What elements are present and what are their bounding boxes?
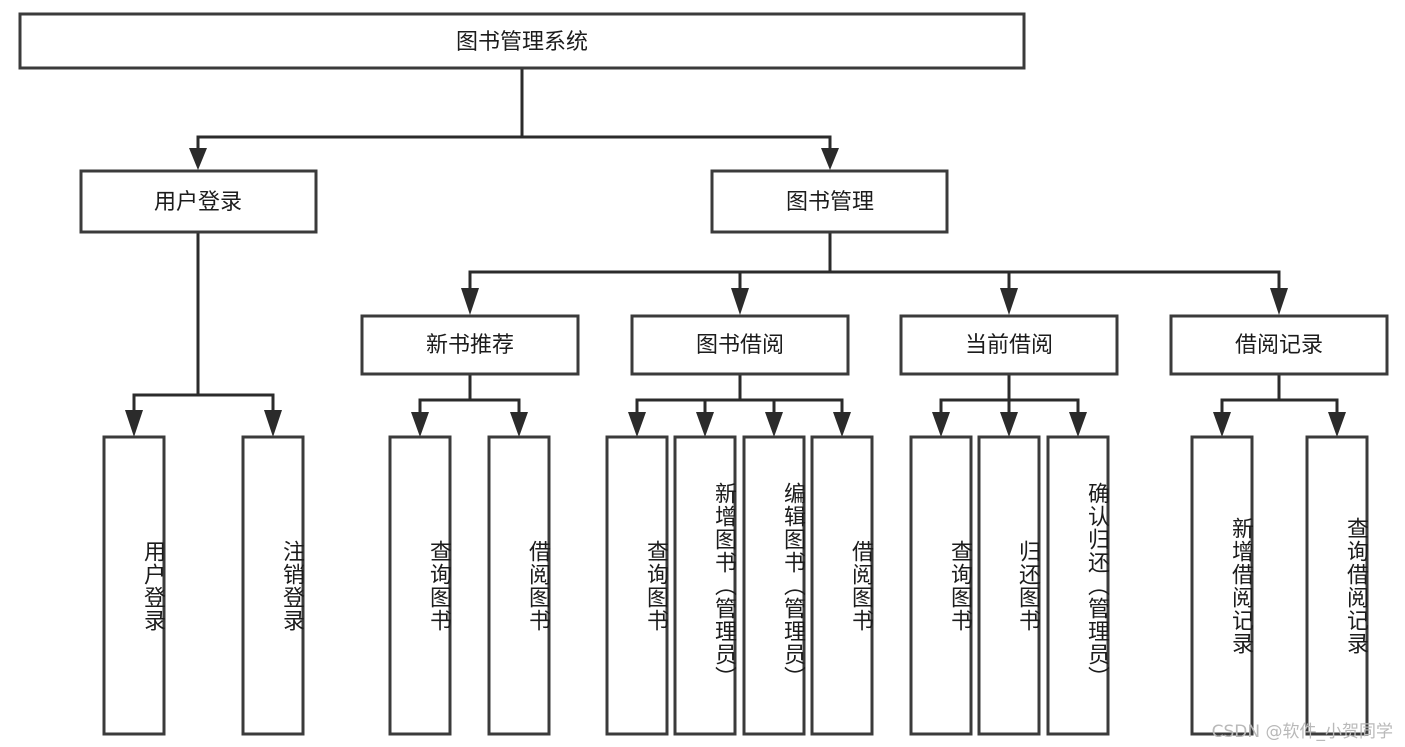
leaf-box-5[interactable]	[673, 435, 737, 736]
arrow-icon-mgmt-2	[731, 288, 749, 315]
node-box-level2-0[interactable]	[79, 169, 318, 234]
node-box-level3-3[interactable]	[1169, 314, 1389, 376]
node-box-level3-0[interactable]	[360, 314, 580, 376]
connector-group-root	[189, 66, 839, 170]
leaf-box-6[interactable]	[742, 435, 806, 736]
arrow-icon-newbook-2	[510, 412, 528, 437]
leaf-box-7[interactable]	[810, 435, 874, 736]
node-book-borrow[interactable]: 图书借阅	[630, 314, 850, 376]
connector-group-new-book	[411, 372, 528, 437]
arrow-icon-root-2	[821, 148, 839, 170]
node-box-level2-1[interactable]	[710, 169, 949, 234]
arrow-icon-records-2	[1328, 412, 1346, 437]
node-book-management-system[interactable]: 图书管理系统	[18, 12, 1026, 70]
connector-group-borrow	[628, 372, 851, 437]
node-box-level3-1[interactable]	[630, 314, 850, 376]
connector-group-user-login	[125, 230, 282, 437]
leaf-box-0[interactable]	[102, 435, 166, 736]
connector-group-records	[1213, 372, 1346, 437]
leaf-box-9[interactable]	[977, 435, 1041, 736]
leaf-box-8[interactable]	[909, 435, 973, 736]
leaf-box-1[interactable]	[241, 435, 305, 736]
arrow-icon-borrow-2	[696, 412, 714, 437]
arrow-icon-records-1	[1213, 412, 1231, 437]
node-label-level3-0: 新书推荐	[426, 333, 514, 358]
leaf-box-4[interactable]	[605, 435, 669, 736]
arrow-icon-current-3	[1069, 412, 1087, 437]
node-label-level3-3: 借阅记录	[1235, 333, 1323, 358]
arrow-icon-borrow-1	[628, 412, 646, 437]
arrow-icon-mgmt-4	[1270, 288, 1288, 315]
node-book-management[interactable]: 图书管理	[710, 169, 949, 234]
leaf-box-3[interactable]	[487, 435, 551, 736]
leaf-box-12[interactable]	[1305, 435, 1369, 736]
connector-group-current	[932, 372, 1087, 437]
node-borrow-records[interactable]: 借阅记录	[1169, 314, 1389, 376]
arrow-icon-user-1	[125, 410, 143, 437]
arrow-icon-user-2	[264, 410, 282, 437]
node-new-book-recommend[interactable]: 新书推荐	[360, 314, 580, 376]
node-current-borrow[interactable]: 当前借阅	[899, 314, 1119, 376]
node-label-level3-2: 当前借阅	[965, 333, 1053, 358]
node-box-root[interactable]	[18, 12, 1026, 70]
arrow-icon-mgmt-3	[1000, 288, 1018, 315]
arrow-icon-current-1	[932, 412, 950, 437]
node-user-login[interactable]: 用户登录	[79, 169, 318, 234]
node-label-level2-1: 图书管理	[786, 190, 874, 215]
arrow-icon-newbook-1	[411, 412, 429, 437]
node-label-root: 图书管理系统	[456, 30, 588, 55]
csdn-watermark: CSDN @软件_小贺同学	[1211, 722, 1393, 742]
node-label-level3-1: 图书借阅	[696, 333, 784, 358]
arrow-icon-borrow-3	[765, 412, 783, 437]
arrow-icon-borrow-4	[833, 412, 851, 437]
node-box-level3-2[interactable]	[899, 314, 1119, 376]
arrow-icon-current-2	[1000, 412, 1018, 437]
arrow-icon-root-1	[189, 148, 207, 170]
node-label-level2-0: 用户登录	[154, 190, 242, 215]
leaf-box-11[interactable]	[1190, 435, 1254, 736]
connector-group-book-mgmt	[461, 230, 1288, 315]
arrow-icon-mgmt-1	[461, 288, 479, 315]
leaf-box-10[interactable]	[1046, 435, 1110, 736]
leaf-box-2[interactable]	[388, 435, 452, 736]
